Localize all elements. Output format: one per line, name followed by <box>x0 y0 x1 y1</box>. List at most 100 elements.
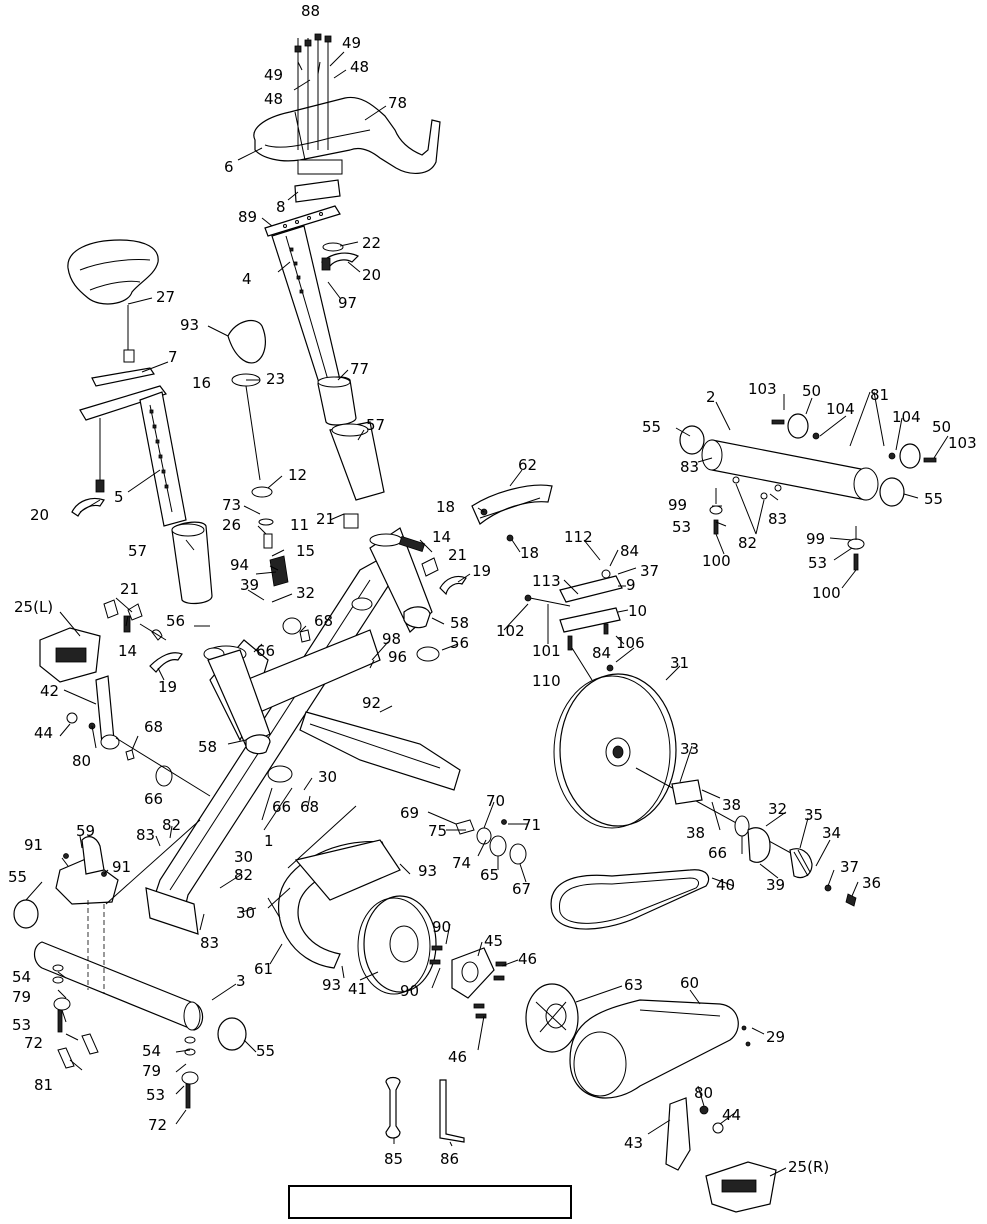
callout-66: 66 <box>708 844 727 862</box>
left-brake-clamp <box>103 599 183 673</box>
callout-98: 98 <box>382 630 401 648</box>
callout-19: 19 <box>472 562 491 580</box>
callout-26: 26 <box>222 516 241 534</box>
callout-31: 31 <box>670 654 689 672</box>
callout-86: 86 <box>440 1150 459 1168</box>
title-box <box>288 1185 572 1219</box>
callout-83: 83 <box>136 826 155 844</box>
callout-79: 79 <box>12 988 31 1006</box>
callout-54: 54 <box>12 968 31 986</box>
callout-89: 89 <box>238 208 257 226</box>
callout-80: 80 <box>72 752 91 770</box>
flywheel-hub <box>635 767 857 907</box>
chain-guard <box>569 999 751 1099</box>
callout-83: 83 <box>200 934 219 952</box>
callout-68: 68 <box>314 612 333 630</box>
callout-15: 15 <box>296 542 315 560</box>
callout-49: 49 <box>264 66 283 84</box>
callout-100: 100 <box>702 552 731 570</box>
callout-60: 60 <box>680 974 699 992</box>
callout-53: 53 <box>146 1086 165 1104</box>
callout-29: 29 <box>766 1028 785 1046</box>
flywheel <box>553 673 677 829</box>
callout-53: 53 <box>672 518 691 536</box>
callout-57: 57 <box>366 416 385 434</box>
callout-93: 93 <box>180 316 199 334</box>
callout-46: 46 <box>518 950 537 968</box>
callout-104: 104 <box>892 408 921 426</box>
callout-69: 69 <box>400 804 419 822</box>
callout-19: 19 <box>158 678 177 696</box>
callout-33: 33 <box>680 740 699 758</box>
main-frame <box>145 527 461 935</box>
callout-41: 41 <box>348 980 367 998</box>
callout-112: 112 <box>564 528 593 546</box>
callout-42: 42 <box>40 682 59 700</box>
callout-66: 66 <box>256 642 275 660</box>
callout-44: 44 <box>34 724 53 742</box>
callout-1: 1 <box>264 832 274 850</box>
callout-54: 54 <box>142 1042 161 1060</box>
callout-100: 100 <box>812 584 841 602</box>
callout-94: 94 <box>230 556 249 574</box>
callout-10: 10 <box>628 602 647 620</box>
callout-59: 59 <box>76 822 95 840</box>
callout-48: 48 <box>264 90 283 108</box>
callout-50: 50 <box>932 418 951 436</box>
callout-22: 22 <box>362 234 381 252</box>
callout-34: 34 <box>822 824 841 842</box>
callout-99: 99 <box>806 530 825 548</box>
callout-14: 14 <box>118 642 137 660</box>
callout-90: 90 <box>400 982 419 1000</box>
callout-66: 66 <box>144 790 163 808</box>
callout-73: 73 <box>222 496 241 514</box>
callout-53: 53 <box>12 1016 31 1034</box>
callout-106: 106 <box>616 634 645 652</box>
drive-belt <box>550 869 710 930</box>
callout-37: 37 <box>640 562 659 580</box>
callout-55: 55 <box>924 490 943 508</box>
callout-48: 48 <box>350 58 369 76</box>
callout-9: 9 <box>626 576 636 594</box>
callout-65: 65 <box>480 866 499 884</box>
callout-110: 110 <box>532 672 561 690</box>
callout-78: 78 <box>388 94 407 112</box>
callout-81: 81 <box>870 386 889 404</box>
callout-90: 90 <box>432 918 451 936</box>
callout-55: 55 <box>8 868 27 886</box>
brake-link-bracket <box>524 569 623 672</box>
callout-70: 70 <box>486 792 505 810</box>
callout-81: 81 <box>34 1076 53 1094</box>
callout-68: 68 <box>144 718 163 736</box>
callout-103: 103 <box>748 380 777 398</box>
callout-57: 57 <box>128 542 147 560</box>
belt-pulley <box>278 839 437 995</box>
callout-99: 99 <box>668 496 687 514</box>
callout-58: 58 <box>450 614 469 632</box>
callout-4: 4 <box>242 270 252 288</box>
callout-21: 21 <box>316 510 335 528</box>
callout-45: 45 <box>484 932 503 950</box>
callout-71: 71 <box>522 816 541 834</box>
callout-101: 101 <box>532 642 561 660</box>
callout-93: 93 <box>418 862 437 880</box>
rear-posts <box>171 521 440 755</box>
callout-55: 55 <box>642 418 661 436</box>
handlebar-assembly <box>253 33 441 271</box>
callout-12: 12 <box>288 466 307 484</box>
callout-97: 97 <box>338 294 357 312</box>
callout-21: 21 <box>448 546 467 564</box>
callout-18: 18 <box>520 544 539 562</box>
drive-pulley <box>525 983 579 1053</box>
callout-38: 38 <box>686 824 705 842</box>
callout-80: 80 <box>694 1084 713 1102</box>
callout-53: 53 <box>808 554 827 572</box>
callout-25(L): 25(L) <box>14 598 53 616</box>
right-pedal-crank <box>665 1097 777 1213</box>
tools <box>385 1076 465 1143</box>
stem-post <box>271 225 385 501</box>
callout-77: 77 <box>350 360 369 378</box>
callout-50: 50 <box>802 382 821 400</box>
callout-72: 72 <box>24 1034 43 1052</box>
callout-67: 67 <box>512 880 531 898</box>
